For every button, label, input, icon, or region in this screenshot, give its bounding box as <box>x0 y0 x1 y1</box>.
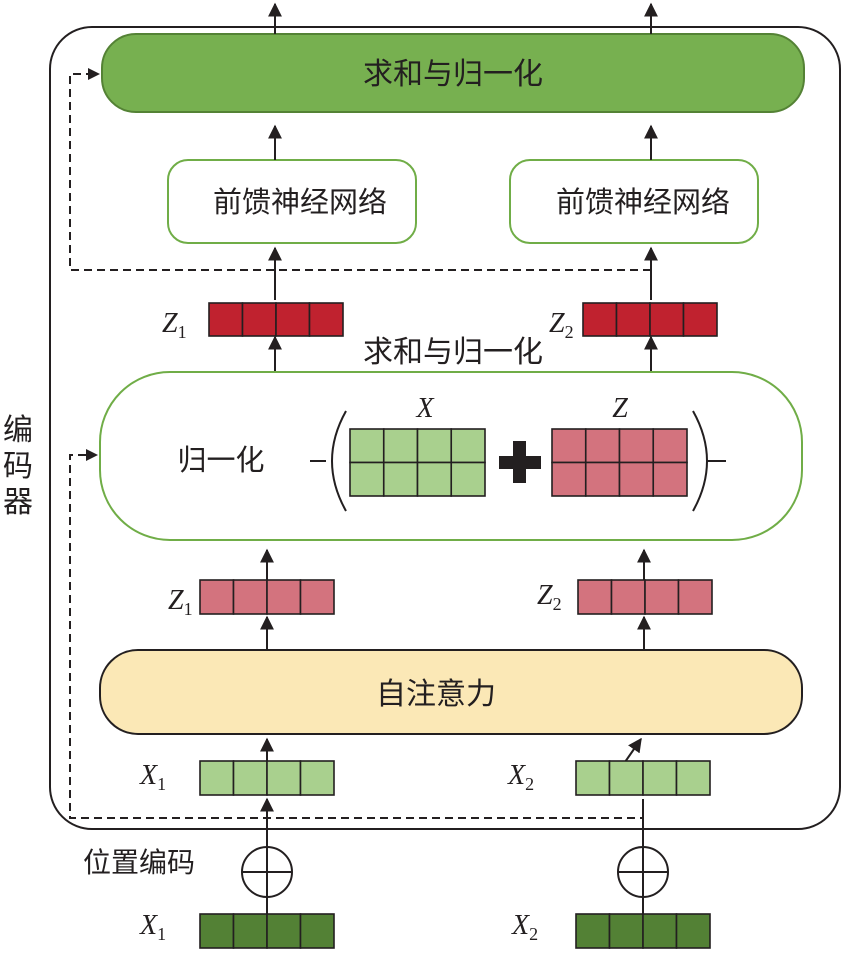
vector-z2-output <box>582 302 718 337</box>
vector-x2-input-cell <box>608 913 644 949</box>
vector-x2-encoded-cell <box>575 760 611 796</box>
matrix-x-cell <box>416 428 453 464</box>
self-attention-bar <box>99 649 803 735</box>
matrix-x-cell <box>450 428 486 464</box>
vector-x2-input-cell <box>575 913 611 949</box>
vector-x1-encoded-cell <box>232 760 268 796</box>
x1-input-label: X1 <box>139 910 166 944</box>
z1-output-label: Z1 <box>162 308 187 342</box>
vector-z1-output-cell <box>275 302 311 337</box>
vector-z1-output-cell <box>241 302 277 337</box>
vector-x2-encoded-cell <box>608 760 644 796</box>
matrix-x-cell <box>450 461 486 497</box>
matrix-x-cell <box>382 461 419 497</box>
arrow-x2-to-attn <box>624 737 642 763</box>
vector-x1-encoded-cell <box>299 760 335 796</box>
vector-z2-cell <box>644 579 680 615</box>
add-circle-icon-1 <box>241 846 293 898</box>
vector-z2-output-cell <box>649 302 685 337</box>
vector-x1-input-cell <box>232 913 268 949</box>
vector-z2-cell <box>577 579 613 615</box>
self-attention-label: 自注意力 <box>376 677 496 712</box>
matrix-x-cell <box>416 461 453 497</box>
matrix-z-cell <box>551 428 587 464</box>
add-circle-icon-2 <box>617 846 669 898</box>
vector-z1-cell <box>266 579 302 615</box>
add-norm-top-label: 求和与归一化 <box>363 57 543 92</box>
matrix-z-cell <box>652 461 688 497</box>
ffn-box-1 <box>167 159 417 244</box>
residual-dashed-top <box>69 73 651 271</box>
residual-mid-arrowhead <box>86 449 98 461</box>
vector-z1-output-cell <box>308 302 344 337</box>
vector-x2-input-cell <box>675 913 711 949</box>
x2-encoded-label: X2 <box>507 760 534 794</box>
vector-z1-cell <box>299 579 335 615</box>
matrix-z-cell <box>584 461 621 497</box>
matrix-z <box>551 428 688 497</box>
encoder-label: 编码器 <box>3 413 33 520</box>
vector-x1-encoded-cell <box>199 760 235 796</box>
vector-z2-cell <box>677 579 713 615</box>
vector-x1-input <box>199 913 335 949</box>
vector-x2-encoded-cell <box>675 760 711 796</box>
residual-top-arrowhead <box>88 68 100 80</box>
positional-encoding-label: 位置编码 <box>83 846 195 879</box>
matrix-z-cell <box>584 428 621 464</box>
vector-z2-output-cell <box>682 302 718 337</box>
normalize-label: 归一化 <box>177 443 264 477</box>
vector-z2-cell <box>610 579 646 615</box>
vector-z1-output <box>208 302 344 337</box>
z2-label: Z2 <box>537 580 562 614</box>
encoder-frame <box>49 26 841 830</box>
vector-x1-encoded-cell <box>266 760 302 796</box>
matrix-z-label: Z <box>612 393 628 424</box>
vector-z2 <box>577 579 713 615</box>
vector-x1-input-cell <box>299 913 335 949</box>
vector-x1-input-cell <box>199 913 235 949</box>
matrix-x-cell <box>349 428 385 464</box>
vector-x1-input-cell <box>266 913 302 949</box>
matrix-x-label: X <box>415 393 434 424</box>
vector-z1-cell <box>232 579 268 615</box>
vector-z1-cell <box>199 579 235 615</box>
vector-z2-output-cell <box>615 302 651 337</box>
z1-label: Z1 <box>168 585 193 619</box>
vector-x2-encoded <box>575 760 711 796</box>
paren-left <box>310 410 347 512</box>
vector-x2-input-cell <box>642 913 678 949</box>
matrix-z-cell <box>551 461 587 497</box>
vector-x2-encoded-cell <box>642 760 678 796</box>
ffn-label-1: 前馈神经网络 <box>213 185 387 219</box>
vector-x1-encoded <box>199 760 335 796</box>
matrix-z-cell <box>618 461 655 497</box>
add-norm-mid-label: 求和与归一化 <box>363 335 543 370</box>
ffn-label-2: 前馈神经网络 <box>556 185 730 219</box>
x1-encoded-label: X1 <box>139 760 166 794</box>
x2-input-label: X2 <box>511 910 538 944</box>
matrix-z-cell <box>652 428 688 464</box>
vector-z1-output-cell <box>208 302 244 337</box>
paren-right <box>692 410 726 512</box>
matrix-x <box>349 428 486 497</box>
matrix-z-cell <box>618 428 655 464</box>
svg-text:编码器: 编码器 <box>3 413 33 520</box>
ffn-box-2 <box>509 159 759 244</box>
vector-z1 <box>199 579 335 615</box>
residual-dashed-mid <box>69 454 644 819</box>
matrix-x-cell <box>349 461 385 497</box>
matrix-x-cell <box>382 428 419 464</box>
z2-output-label: Z2 <box>549 308 574 342</box>
add-norm-top-bar <box>101 33 805 113</box>
vector-z2-output-cell <box>582 302 618 337</box>
plus-icon <box>499 441 541 483</box>
vector-x2-input <box>575 913 711 949</box>
